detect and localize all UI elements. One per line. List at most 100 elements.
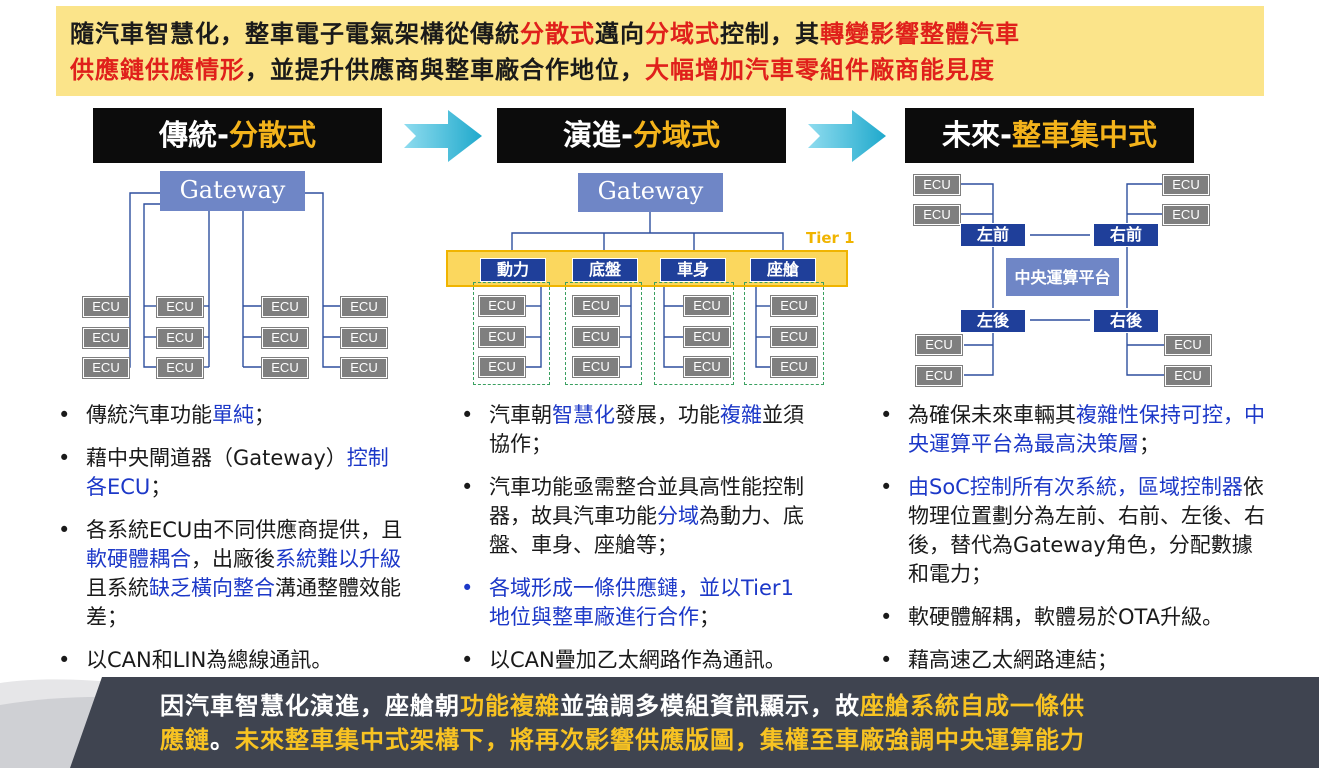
text-run: 各域形成一條供應鏈，並以Tier1地位與整車廠進行合作 — [489, 576, 794, 629]
text-run: ； — [150, 475, 172, 499]
bullet-item: •藉高速乙太網路連結； — [880, 646, 1268, 675]
ecu-box: ECU — [913, 204, 961, 226]
zone-box-front-right: 右前 — [1093, 223, 1159, 247]
text-run: ； — [1139, 432, 1160, 456]
ecu-box: ECU — [1162, 204, 1210, 226]
domain-box-chassis: 底盤 — [572, 258, 638, 282]
ecu-box: ECU — [478, 326, 526, 348]
text-run: 傳統汽車功能 — [86, 403, 212, 427]
ecu-box: ECU — [572, 295, 620, 317]
ecu-box: ECU — [340, 327, 388, 349]
ecu-box: ECU — [1162, 174, 1210, 196]
text-run: 以CAN疊加乙太網路作為通訊。 — [489, 648, 786, 672]
bullet-dot-icon: • — [461, 576, 474, 600]
text-run: 大幅增加汽車零組件廠商能見度 — [645, 56, 995, 84]
text-run: 隨汽車智慧化，整車電子電氣架構從傳統 — [70, 20, 520, 48]
bullet-dot-icon: • — [880, 605, 893, 629]
zone-box-front-left: 左前 — [960, 223, 1026, 247]
text-run: 由SoC控制所有次系統，區域控制器 — [908, 475, 1243, 499]
ecu-box: ECU — [1164, 334, 1212, 356]
text-run: 溝通整體效能差； — [86, 576, 401, 629]
text-run: 缺乏橫向整合 — [149, 576, 275, 600]
text-run: 轉變影響整體汽車 — [820, 20, 1020, 48]
bullet-dot-icon: • — [880, 648, 893, 672]
text-run: 邁向 — [595, 20, 645, 48]
ecu-box: ECU — [683, 356, 731, 378]
domain-box-cockpit: 座艙 — [750, 258, 816, 282]
bottom-banner-area: 因汽車智慧化演進，座艙朝功能複雜並強調多模組資訊顯示，故座艙系統自成一條供 應鏈… — [0, 665, 1319, 768]
ecu-box: ECU — [82, 327, 130, 349]
domain-group-outline — [744, 282, 824, 385]
text-run: ； — [254, 403, 275, 427]
text-run: 各系統ECU由不同供應商提供，且 — [86, 518, 403, 542]
bullet-dot-icon: • — [58, 403, 71, 427]
text-run: 以CAN和LIN為總線通訊。 — [86, 648, 333, 672]
ecu-box: ECU — [82, 357, 130, 379]
bullet-dot-icon: • — [58, 518, 71, 542]
ecu-box: ECU — [478, 295, 526, 317]
ecu-box: ECU — [683, 326, 731, 348]
text-run: 並強調多模組資訊顯示，故 — [560, 692, 860, 720]
text-run: 並須協作； — [489, 403, 804, 456]
tier1-label: Tier 1 — [806, 229, 855, 247]
ecu-box: ECU — [1164, 365, 1212, 387]
text-run: 分域式 — [645, 20, 720, 48]
ecu-box: ECU — [156, 357, 204, 379]
text-run: 藉中央閘道器（Gateway） — [86, 446, 347, 470]
bullet-item: • 軟硬體解耦，軟體易於OTA升級。 — [880, 603, 1268, 632]
top-banner-line-1: 隨汽車智慧化，整車電子電氣架構從傳統分散式邁向分域式控制，其轉變影響整體汽車 — [70, 16, 1264, 52]
text-run: ，並提升供應商與整車廠合作地位， — [245, 56, 645, 84]
bullet-item: • 各域形成一條供應鏈，並以Tier1地位與整車廠進行合作； — [461, 574, 809, 632]
bullet-item: • 以CAN和LIN為總線通訊。 — [58, 646, 408, 675]
text-run: 分散式 — [520, 20, 595, 48]
text-run: 發展，功能 — [615, 403, 720, 427]
text-run: 供應鏈供應情形 — [70, 56, 245, 84]
ecu-box: ECU — [261, 296, 309, 318]
ecu-box: ECU — [261, 357, 309, 379]
bullet-dot-icon: • — [58, 446, 71, 470]
zone-box-rear-right: 右後 — [1093, 309, 1159, 333]
domain-box-powertrain: 動力 — [480, 258, 546, 282]
right-arrow-icon — [808, 110, 886, 162]
text-run: 且系統 — [86, 576, 149, 600]
domain-box-body: 車身 — [660, 258, 726, 282]
text-run: 汽車功能亟需整合並具高性能控制器，故具汽車功能 — [489, 475, 804, 528]
text-run: 座艙系統自成一條供 — [860, 692, 1085, 720]
column-header-evolution: 演進-分域式 — [497, 108, 786, 163]
middle-bullet-list: •汽車朝智慧化發展，功能複雜並須協作；•汽車功能亟需整合並具高性能控制器，故具汽… — [461, 401, 809, 689]
column-header-future: 未來-整車集中式 — [905, 108, 1194, 163]
bullet-dot-icon: • — [58, 648, 71, 672]
text-run: 複雜性保持可控，中央運算平台為最高決策層 — [908, 403, 1265, 456]
text-run: 軟硬體解耦，軟體易於OTA升級。 — [908, 605, 1224, 629]
column-header-prefix: 傳統- — [158, 118, 230, 152]
bullet-dot-icon: • — [461, 403, 474, 427]
ecu-box: ECU — [340, 357, 388, 379]
text-run: 控制各ECU — [86, 446, 389, 499]
domain-group-outline — [654, 282, 734, 385]
bullet-item: •各系統ECU由不同供應商提供，且軟硬體耦合，出廠後系統難以升級且系統缺乏橫向整… — [58, 516, 408, 632]
ecu-box: ECU — [770, 326, 818, 348]
bottom-banner-line-2: 應鏈。未來整車集中式架構下，將再次影響供應版圖，集權至車廠強調中央運算能力 — [160, 723, 1319, 757]
text-run: 軟硬體耦合 — [86, 547, 191, 571]
bullet-dot-icon: • — [461, 475, 474, 499]
column-header-accent: 分散式 — [229, 118, 317, 152]
bullet-item: •由SoC控制所有次系統，區域控制器依物理位置劃分為左前、右前、左後、右後，替代… — [880, 473, 1268, 589]
text-run: 因汽車智慧化演進，座艙朝 — [160, 692, 460, 720]
text-run: 系統難以升級 — [275, 547, 401, 571]
text-run: 控制，其 — [720, 20, 820, 48]
text-run: ； — [699, 605, 720, 629]
column-header-prefix: 演進- — [562, 118, 634, 152]
bullet-item: •傳統汽車功能單純； — [58, 401, 408, 430]
ecu-box: ECU — [261, 327, 309, 349]
ecu-box: ECU — [572, 326, 620, 348]
text-run: 智慧化 — [552, 403, 615, 427]
text-run: 應鏈 — [160, 726, 210, 754]
right-arrow-icon — [404, 110, 482, 162]
column-header-prefix: 未來- — [941, 118, 1013, 152]
ecu-box: ECU — [913, 174, 961, 196]
gateway-box: Gateway — [160, 171, 305, 211]
text-run: 未來整車集中式架構下，將再次影響供應版圖，集權至車廠強調中央運算能力 — [235, 726, 1085, 754]
column-header-traditional: 傳統-分散式 — [93, 108, 382, 163]
bullet-item: •汽車朝智慧化發展，功能複雜並須協作； — [461, 401, 809, 459]
ecu-box: ECU — [915, 365, 963, 387]
